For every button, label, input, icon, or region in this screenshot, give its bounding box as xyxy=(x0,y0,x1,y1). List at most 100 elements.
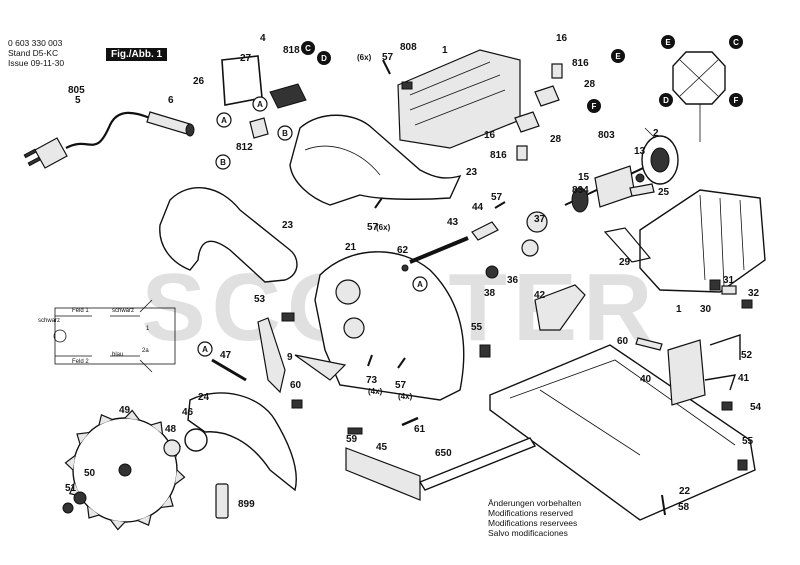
clamp-lever-52 xyxy=(709,334,741,360)
plug-part xyxy=(34,137,68,169)
bubble-letter: C xyxy=(733,38,739,47)
part-label: 9 xyxy=(287,352,293,363)
switch-part xyxy=(269,83,307,109)
part-label: 41 xyxy=(738,373,750,384)
part-label: 808 xyxy=(400,42,417,53)
connector-bubble-f: F xyxy=(587,99,601,113)
clip-part xyxy=(721,401,733,411)
bubble-disc xyxy=(661,35,675,49)
part-label: 1 xyxy=(442,45,448,56)
strain-relief-end-part xyxy=(185,123,195,137)
part-label: 51 xyxy=(65,483,77,494)
riving-plate-part xyxy=(294,354,347,381)
spindle-part xyxy=(409,236,469,264)
bearing-part xyxy=(635,173,645,183)
wiring-label-feld1: Feld 1 xyxy=(72,308,89,314)
bubble-disc xyxy=(611,49,625,63)
part-label: 812 xyxy=(236,142,253,153)
part-label: 54 xyxy=(750,402,762,413)
base-plate-part xyxy=(489,344,756,521)
bubble-letter: A xyxy=(221,116,227,125)
part-label: 57 xyxy=(367,222,379,233)
flange-46-part xyxy=(184,428,208,452)
spring-cap-part xyxy=(709,279,721,291)
part-label: 58 xyxy=(678,502,690,513)
handle-half-lower-part xyxy=(159,186,298,283)
schematic-frame xyxy=(54,307,176,365)
part-label: 816 xyxy=(490,150,507,161)
bubble-ring xyxy=(277,125,293,141)
connector-bubble-d: D xyxy=(659,93,673,107)
bubble-ring xyxy=(412,276,428,292)
part-label: 60 xyxy=(290,380,302,391)
base-plate-edge-line xyxy=(509,359,736,446)
part-label: 42 xyxy=(534,290,546,301)
bubble-letter: F xyxy=(734,96,739,105)
bubble-letter: E xyxy=(615,52,621,61)
schematic-wires xyxy=(55,315,140,357)
bubble-letter: B xyxy=(220,158,226,167)
saw-tooth xyxy=(64,455,76,471)
part-label: 23 xyxy=(466,167,478,178)
bubble-ring xyxy=(215,154,231,170)
part-label: 40 xyxy=(640,374,652,385)
part-label: 62 xyxy=(397,245,409,256)
spring-47-part xyxy=(211,358,247,382)
connector-bubble-a: A xyxy=(412,276,428,292)
part-label: 29 xyxy=(619,257,631,268)
part-label: 899 xyxy=(238,499,255,510)
connector-bubble-e: E xyxy=(661,35,675,49)
saw-tooth xyxy=(161,495,174,509)
part-label: 5 xyxy=(75,95,81,106)
part-label: 16 xyxy=(556,33,568,44)
guard-port-part xyxy=(335,279,361,305)
part-label: 61 xyxy=(414,424,426,435)
clip-part xyxy=(479,344,491,358)
strain-relief-part xyxy=(146,111,191,135)
connector-bubble-a: A xyxy=(252,96,268,112)
issue-line: Issue 09-11-30 xyxy=(8,58,65,68)
part-label: 43 xyxy=(447,217,459,228)
part-label: 32 xyxy=(748,288,760,299)
part-label: 28 xyxy=(584,79,596,90)
saw-tooth xyxy=(137,514,152,527)
bubble-ring xyxy=(197,341,213,357)
flange-part xyxy=(73,491,87,505)
doc-number: 0 603 330 003 xyxy=(8,38,63,48)
saw-tooth xyxy=(110,519,126,531)
screw-58-part xyxy=(661,494,666,516)
part-label: 45 xyxy=(376,442,388,453)
part-label: 36 xyxy=(507,275,519,286)
connector-bubble-d: D xyxy=(317,51,331,65)
clip-part xyxy=(737,459,748,471)
part-label: 803 xyxy=(598,130,615,141)
part-label: 31 xyxy=(723,275,735,286)
handle-half-upper-part xyxy=(289,114,462,206)
part-label: 22 xyxy=(679,486,691,497)
bubble-letter: A xyxy=(417,280,423,289)
part-label: 60 xyxy=(617,336,629,347)
spring-part xyxy=(721,285,737,295)
housing-tab-part xyxy=(401,81,413,90)
capacitor-part xyxy=(249,117,269,139)
bubble-ring xyxy=(252,96,268,112)
plug-pin-part xyxy=(23,148,37,159)
bubble-letter: C xyxy=(305,44,311,53)
part-label: 25 xyxy=(658,187,670,198)
note-line-es: Salvo modificaciones xyxy=(488,528,568,538)
connector-bubble-e: E xyxy=(611,49,625,63)
connector-bubble-b: B xyxy=(277,125,293,141)
schematic-switch-symbol xyxy=(139,299,153,373)
bubble-letter: D xyxy=(663,96,669,105)
connector-bubble-f: F xyxy=(729,93,743,107)
part-label: 48 xyxy=(165,424,177,435)
screw-57-handle-part xyxy=(374,197,383,209)
connector-bubble-c: C xyxy=(729,35,743,49)
screw-60-part xyxy=(291,399,303,409)
plug-pin-part xyxy=(27,156,41,167)
bubble-disc xyxy=(729,93,743,107)
figure-tag: Fig./Abb. 1 xyxy=(106,48,168,61)
saw-tooth xyxy=(98,413,113,426)
